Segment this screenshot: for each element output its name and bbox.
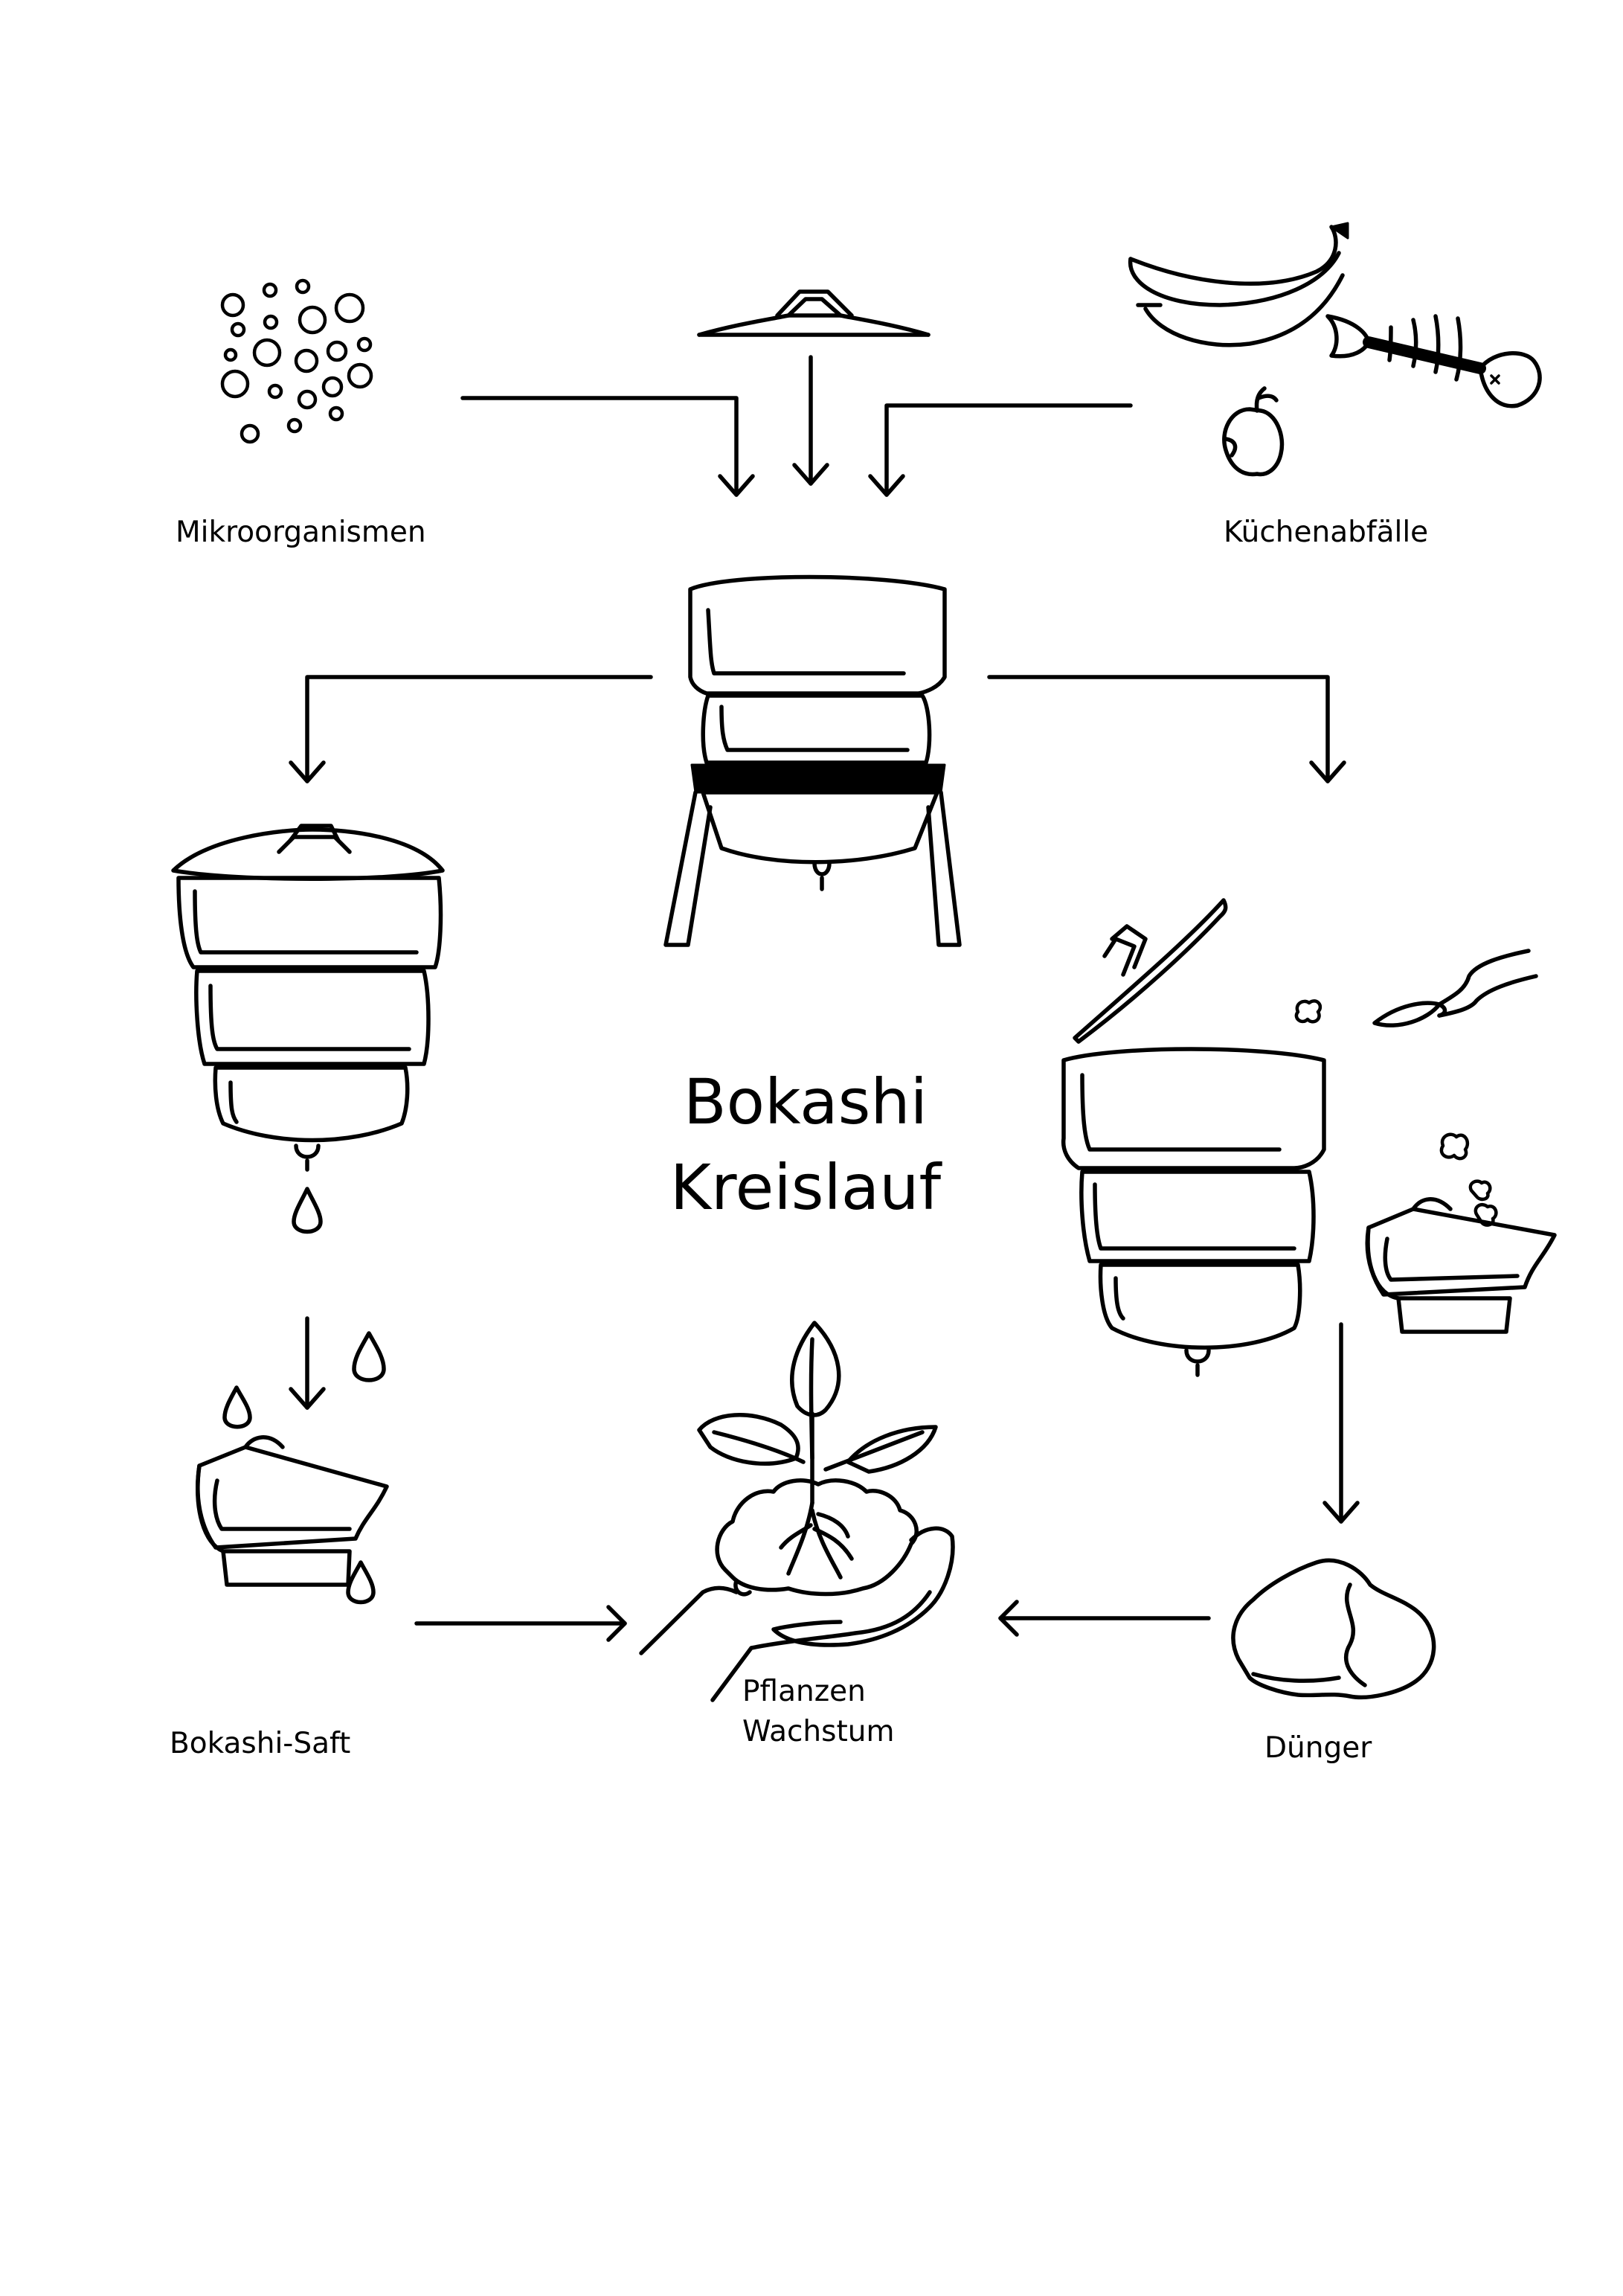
arrow-center-to-right-bucket: [987, 675, 1346, 783]
diagram-title-line2: Kreislauf: [670, 1151, 943, 1224]
arrow-lid-to-bucket: [792, 355, 829, 486]
arrow-bucket-to-fertilizer: [1322, 1322, 1360, 1524]
left-bokashi-bucket-icon: [171, 824, 445, 1234]
arrow-juice-to-plant: [414, 1605, 627, 1642]
bucket-lid-icon: [697, 289, 931, 337]
fertilizer-pile-icon: [1231, 1558, 1436, 1700]
label-plant-growth-line1: Pflanzen: [742, 1675, 866, 1708]
label-kitchen-waste: Küchenabfälle: [1224, 516, 1428, 549]
juice-container-icon: [196, 1435, 389, 1587]
right-crumbs-icon: [1294, 999, 1498, 1227]
label-bokashi-juice: Bokashi-Saft: [170, 1727, 350, 1760]
arrow-juice-down: [289, 1316, 326, 1410]
label-microorganisms: Mikroorganismen: [176, 516, 426, 549]
plant-in-hands-icon: [639, 1321, 955, 1702]
apple-core-icon: [1222, 386, 1285, 477]
right-container-icon: [1365, 1197, 1557, 1334]
right-scoop-icon: [1372, 949, 1538, 1027]
label-plant-growth-line2: Wachstum: [742, 1715, 894, 1748]
arrow-center-to-left-bucket: [289, 675, 653, 783]
fish-bone-icon: [1325, 314, 1542, 408]
bokashi-bucket-stand-icon: [663, 574, 962, 947]
banana-icon: [1128, 222, 1349, 347]
arrow-kitchen-waste-to-bucket: [868, 403, 1133, 497]
arrow-microorganisms-to-bucket: [460, 396, 755, 497]
diagram-title-line1: Bokashi: [684, 1065, 928, 1138]
right-bokashi-bucket-icon: [1061, 898, 1326, 1377]
label-fertilizer: Dünger: [1264, 1731, 1372, 1765]
arrow-fertilizer-to-plant: [998, 1600, 1211, 1637]
juice-drops-icon: [222, 1331, 386, 1605]
microorganisms-icon: [220, 278, 373, 444]
